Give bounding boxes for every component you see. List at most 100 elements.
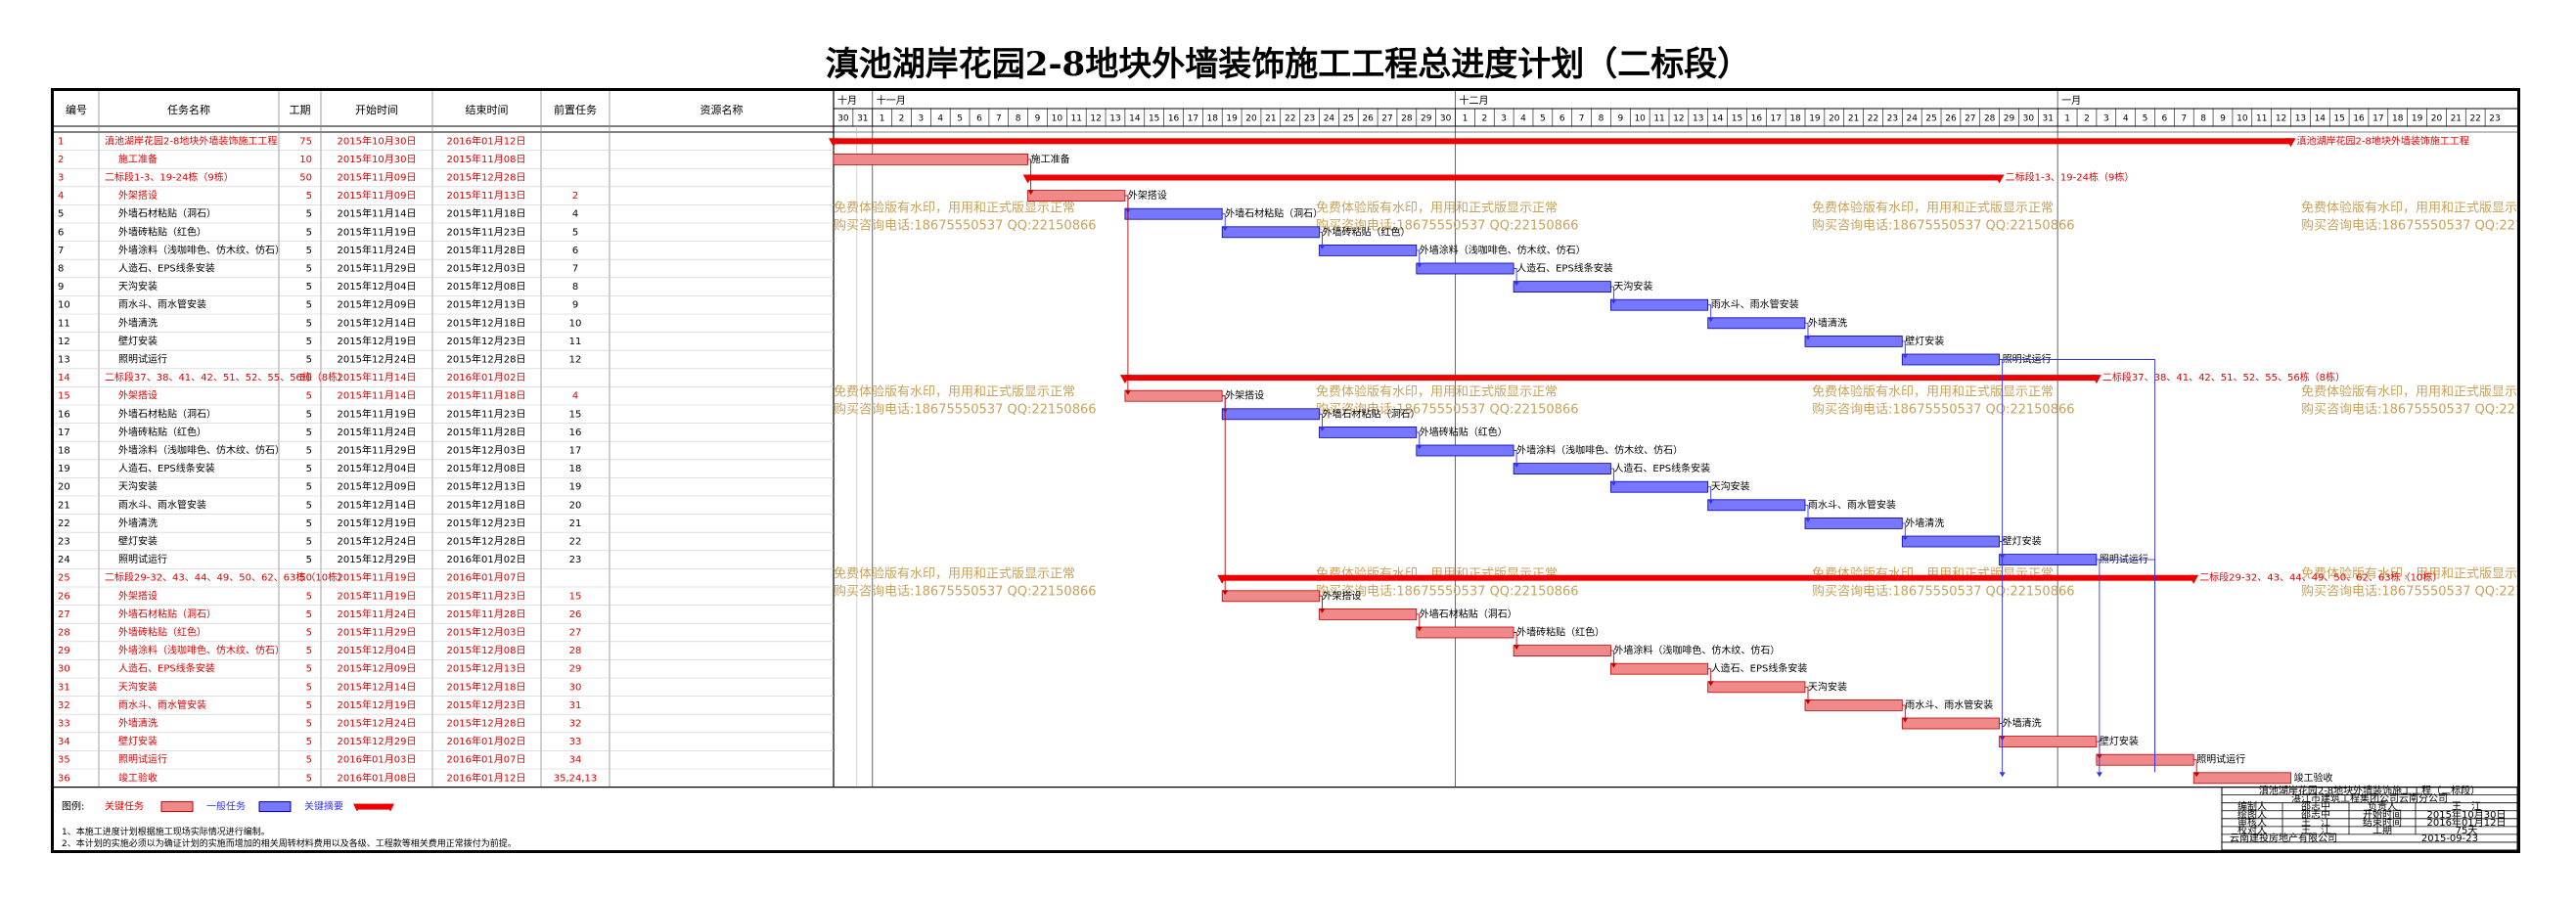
bar-label: 壁灯安装 (2003, 535, 2042, 548)
day-label: 22 (1285, 114, 1295, 124)
day-label: 7 (996, 114, 1002, 124)
task-predecessor: 2 (572, 191, 578, 202)
task-duration: 5 (306, 737, 312, 747)
note-line: 1、本施工进度计划根据施工现场实际情况进行编制。 (62, 826, 270, 837)
info-cell: 工期 (2373, 825, 2392, 836)
month-label: 十月 (837, 94, 857, 107)
task-end: 2015年12月28日 (447, 535, 526, 548)
task-id: 30 (58, 664, 70, 675)
task-end: 2015年12月13日 (447, 298, 526, 311)
task-duration: 5 (306, 337, 312, 347)
legend-critical-swatch (160, 801, 194, 813)
legend-summary-cap (353, 803, 361, 812)
summary-cap-left (829, 138, 838, 148)
task-end: 2015年12月23日 (447, 517, 526, 529)
task-id: 8 (58, 264, 64, 275)
day-label: 28 (1401, 114, 1413, 124)
day-label: 21 (1848, 114, 1859, 124)
task-predecessor: 19 (569, 482, 582, 493)
task-name: 二标段1-3、19-24栋（9栋） (105, 171, 234, 184)
bar-label: 雨水斗、雨水管安装 (1711, 298, 1799, 311)
task-duration: 50 (299, 573, 312, 584)
bar-label: 壁灯安装 (1905, 335, 1944, 347)
dependency-link (1222, 395, 1226, 591)
task-end: 2015年11月28日 (447, 608, 526, 620)
summary-bar (1027, 174, 2000, 181)
day-label: 20 (1829, 114, 1840, 124)
day-label: 6 (2162, 114, 2168, 124)
info-cell: 王 江 (2301, 817, 2330, 829)
task-predecessor: 4 (572, 391, 578, 402)
summary-cap-right (2285, 138, 2296, 148)
day-label: 17 (1770, 114, 1781, 124)
task-bar (1513, 463, 1611, 475)
task-start: 2015年11月09日 (338, 171, 417, 184)
task-end: 2016年01月07日 (447, 571, 526, 584)
task-bar (2096, 753, 2194, 766)
task-name: 外墙清洗 (118, 316, 158, 329)
task-end: 2015年12月18日 (447, 498, 526, 511)
task-predecessor: 16 (569, 428, 582, 438)
task-start: 2015年12月29日 (338, 553, 417, 565)
task-id: 26 (58, 591, 70, 602)
dependency-arrow (1416, 262, 1423, 268)
task-bar (1804, 699, 1903, 711)
dependency-link (1902, 522, 1906, 536)
dependency-link (1902, 340, 1906, 354)
task-name: 壁灯安装 (118, 535, 158, 548)
task-id: 6 (58, 227, 64, 238)
task-name: 雨水斗、雨水管安装 (118, 498, 206, 511)
task-name: 二标段29-32、43、44、49、50、62、63栋（10栋） (105, 571, 347, 584)
column-header: 任务名称 (167, 103, 210, 116)
task-duration: 5 (306, 446, 312, 457)
watermark-text: 购买咨询电话:18675550537 QQ:22150866 (1812, 584, 2075, 600)
task-duration: 5 (306, 773, 312, 784)
task-id: 11 (58, 318, 70, 329)
day-label: 23 (1887, 114, 1898, 124)
task-start: 2015年12月29日 (338, 735, 417, 747)
task-end: 2015年12月23日 (447, 698, 526, 711)
dependency-link (2096, 559, 2101, 773)
dependency-link (1319, 231, 1323, 245)
day-label: 12 (2276, 114, 2286, 124)
task-end: 2015年12月03日 (447, 626, 526, 639)
task-id: 14 (58, 373, 70, 383)
day-label: 27 (1965, 114, 1975, 124)
day-label: 8 (1016, 114, 1021, 124)
task-name: 壁灯安装 (118, 335, 158, 347)
task-bar (1221, 408, 1320, 421)
task-duration: 5 (306, 700, 312, 711)
watermark-text: 免费体验版有水印，用用和正式版显示正常 (1812, 201, 2054, 216)
task-start: 2015年10月30日 (338, 134, 417, 147)
day-label: 19 (1809, 114, 1821, 124)
info-cell: 2016年01月12日 (2427, 816, 2507, 829)
dependency-link (1610, 468, 1614, 481)
task-bar (1804, 517, 1903, 529)
watermark-text: 购买咨询电话:18675550537 QQ:22150866 (1316, 218, 1579, 234)
watermark-text: 免费体验版有水印，用用和正式版显示正常 (2301, 201, 2517, 216)
task-name: 照明试运行 (118, 753, 167, 766)
bar-label: 外墙砖粘贴（红色） (1323, 225, 1411, 238)
dependency-link (1222, 213, 1226, 227)
task-id: 35 (58, 755, 70, 766)
day-label: 26 (1362, 114, 1374, 124)
day-label: 5 (2143, 114, 2148, 124)
day-label: 5 (957, 114, 963, 124)
task-end: 2015年12月18日 (447, 680, 526, 693)
day-label: 7 (1579, 114, 1585, 124)
task-end: 2015年11月18日 (447, 207, 526, 220)
info-cell: 邵志中 (2301, 808, 2330, 821)
task-duration: 5 (306, 246, 312, 256)
task-duration: 75 (299, 136, 312, 147)
watermark-text: 免费体验版有水印，用用和正式版显示正常 (2301, 384, 2517, 400)
task-bar (1901, 717, 2001, 730)
task-predecessor: 35,24,13 (554, 773, 598, 784)
note-line: 3、本计划如遇设计变更、工程治商、雨雪大风等恶劣天气以及不可抗拒等因素，将根据具… (62, 849, 534, 850)
task-duration: 5 (306, 682, 312, 693)
dependency-arrow (1707, 681, 1714, 687)
bar-label: 二标段37、38、41、42、51、52、55、56栋（8栋） (2102, 371, 2345, 383)
task-duration: 5 (306, 482, 312, 493)
task-bar (2192, 772, 2291, 785)
dependency-arrow (1707, 499, 1714, 505)
